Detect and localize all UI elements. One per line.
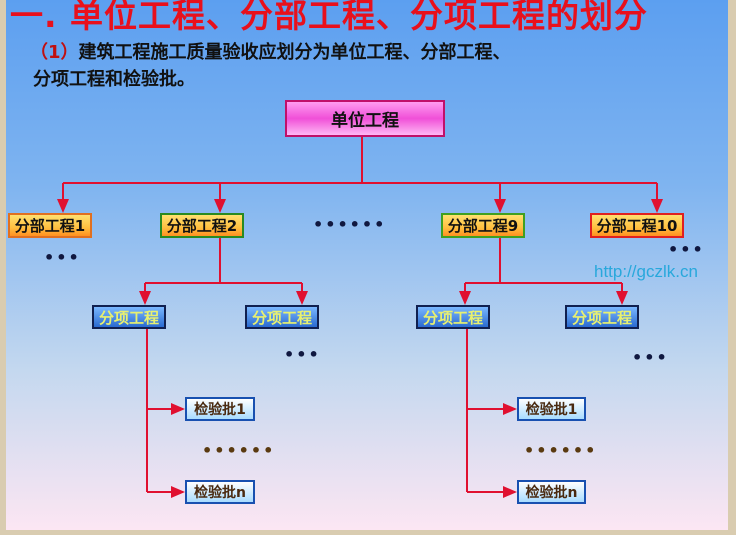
subdivision-box: 分项工程 <box>92 305 166 329</box>
item-number: （1） <box>30 42 79 63</box>
slide: 一. 单位工程、分部工程、分项工程的划分 （1）建筑工程施工质量验收应划分为单位… <box>6 0 728 530</box>
batch-ellipsis: •••••• <box>202 441 276 460</box>
subdivision-box: 分项工程 <box>245 305 319 329</box>
subdivision-ellipsis: ••• <box>632 348 669 367</box>
batch-ellipsis: •••••• <box>524 441 598 460</box>
watermark: http://gczlk.cn <box>594 262 698 281</box>
subtitle-line-2: 分项工程和检验批。 <box>33 69 195 90</box>
subdivision-box: 分项工程 <box>416 305 490 329</box>
subdivision-ellipsis: ••• <box>284 345 321 364</box>
subtitle-line-1: （1）建筑工程施工质量验收应划分为单位工程、分部工程、 <box>30 41 511 65</box>
subtitle-text-1: 建筑工程施工质量验收应划分为单位工程、分部工程、 <box>78 42 511 63</box>
connector-lines <box>57 137 663 498</box>
batch-box-n: 检验批n <box>517 480 586 504</box>
ellipsis-right: ••• <box>668 240 705 259</box>
division-box-2: 分部工程2 <box>160 213 244 238</box>
division-box-10: 分部工程10 <box>590 213 684 238</box>
batch-box-1: 检验批1 <box>185 397 255 421</box>
slide-title: 一. 单位工程、分部工程、分项工程的划分 <box>10 0 649 35</box>
subdivision-box: 分项工程 <box>565 305 639 329</box>
batch-box-1: 检验批1 <box>517 397 586 421</box>
division-box-1: 分部工程1 <box>8 213 92 238</box>
division-box-9: 分部工程9 <box>441 213 525 238</box>
batch-box-n: 检验批n <box>185 480 255 504</box>
unit-project-box: 单位工程 <box>285 100 445 137</box>
ellipsis-left: ••• <box>44 248 81 267</box>
division-ellipsis: •••••• <box>313 215 387 234</box>
